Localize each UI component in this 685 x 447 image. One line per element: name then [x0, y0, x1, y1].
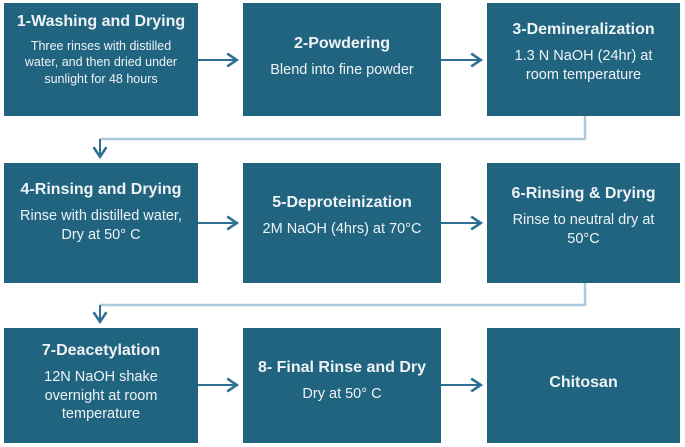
step-body: 1.3 N NaOH (24hr) at room temperature [514, 48, 653, 83]
step-body: 2M NaOH (4hrs) at 70°C [262, 221, 422, 238]
connector-step3-to-step4 [100, 116, 587, 141]
step-box-chitosan: Chitosan [487, 328, 680, 443]
step-title: 7-Deacetylation [41, 341, 161, 359]
step-box-demineralization: 3-Demineralization 1.3 N NaOH (24hr) at … [487, 3, 680, 116]
step-title: Chitosan [549, 373, 618, 391]
step-body: Rinse with distilled water, Dry at 50° C [20, 207, 182, 243]
step-body: Rinse to neutral dry at 50°C [512, 211, 655, 247]
step-title: 3-Demineralization [512, 21, 655, 39]
step-body: Blend into fine powder [270, 61, 414, 78]
step-box-rinsing-drying-2: 6-Rinsing & Drying Rinse to neutral dry … [487, 163, 680, 283]
step-box-washing-and-drying: 1-Washing and Drying Three rinses with d… [4, 3, 198, 116]
step-box-final-rinse-and-dry: 8- Final Rinse and Dry Dry at 50° C [243, 328, 441, 443]
step-title: 5-Deproteinization [272, 194, 412, 212]
step-box-powdering: 2-Powdering Blend into fine powder [243, 3, 441, 116]
step-title: 1-Washing and Drying [16, 13, 186, 30]
step-box-deacetylation: 7-Deacetylation 12N NaOH shake overnight… [4, 328, 198, 443]
step-body: 12N NaOH shake overnight at room tempera… [44, 368, 158, 423]
step-title: 8- Final Rinse and Dry [257, 358, 427, 376]
step-title: 6-Rinsing & Drying [511, 184, 656, 202]
connector-step6-to-step7 [100, 283, 587, 307]
step-title: 2-Powdering [293, 34, 390, 52]
step-title: 4-Rinsing and Drying [20, 180, 182, 198]
step-box-deproteinization: 5-Deproteinization 2M NaOH (4hrs) at 70°… [243, 163, 441, 283]
step-box-rinsing-and-drying: 4-Rinsing and Drying Rinse with distille… [4, 163, 198, 283]
step-body: Three rinses with distilled water, and t… [24, 39, 178, 86]
step-body: Dry at 50° C [302, 385, 382, 402]
